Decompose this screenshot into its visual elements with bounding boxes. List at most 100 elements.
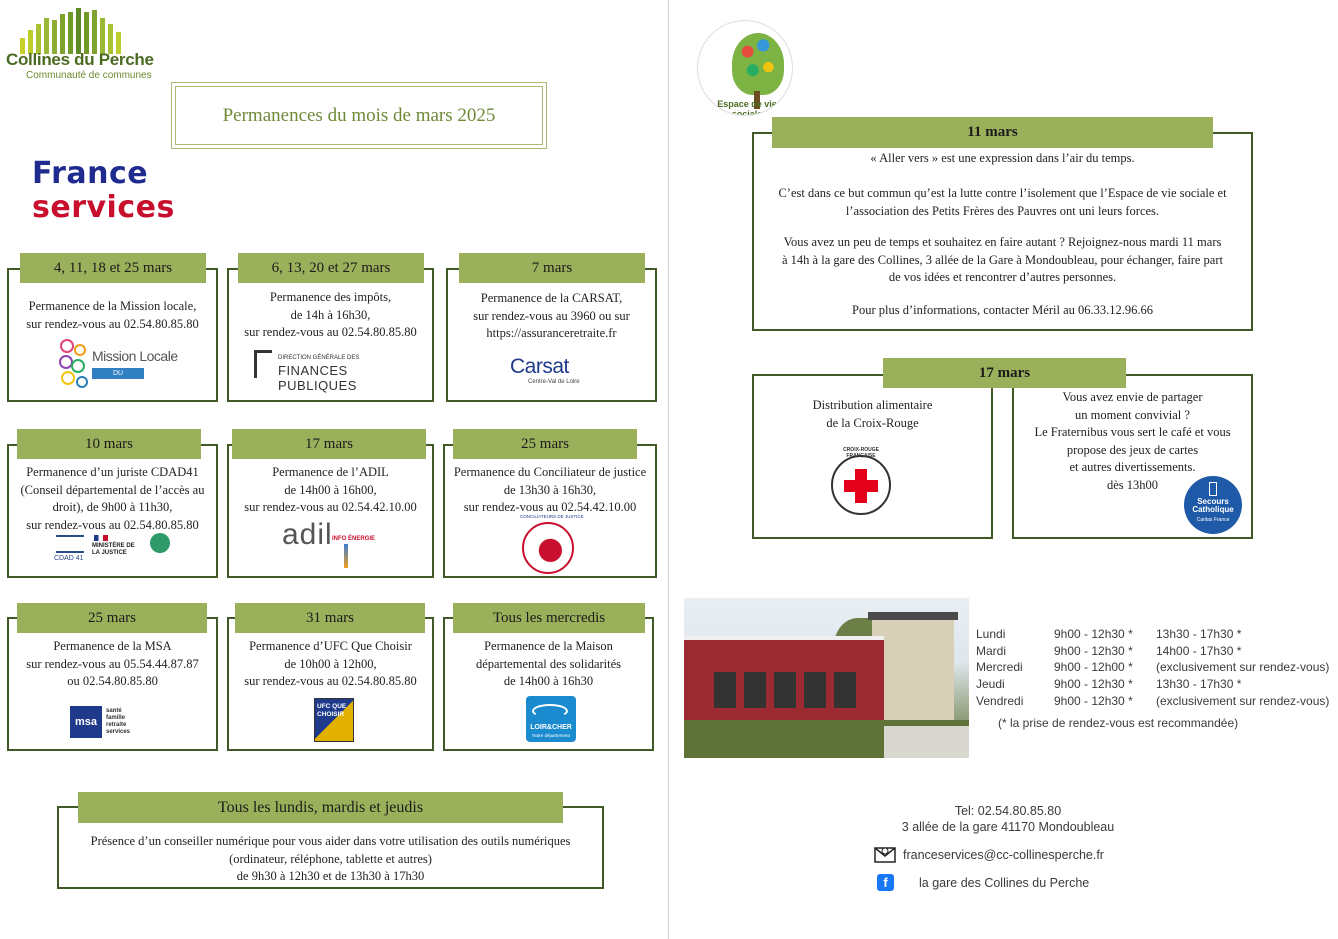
hours-day: Mardi — [976, 643, 1007, 658]
card-date: Tous les lundis, mardis et jeudis — [78, 792, 563, 823]
card-date: 10 mars — [17, 429, 201, 459]
card-msa — [7, 617, 218, 751]
trunk-icon — [754, 91, 760, 109]
msa-logo: msa santé famille retraite services — [70, 706, 150, 740]
card-cdad41 — [7, 444, 218, 578]
carsat-logo: Carsat Centre-Val de Loire — [510, 355, 600, 387]
hours-row: Mercredi 9h00 - 12h00 * (exclusivement sur… — [976, 659, 1329, 676]
roof-edge-shape — [684, 636, 884, 640]
ufc-que-choisir-logo: UFC QUE CHOISIR — [314, 698, 354, 742]
page-title: Permanences du mois de mars 2025 — [171, 82, 547, 149]
adil-logo: adil INFO ÉNERGIE — [282, 518, 382, 572]
org-name: Collines du Perche — [6, 50, 154, 69]
logo-label: CROIX-ROUGE FRANÇAISE — [843, 447, 879, 459]
logo-sublabel: Caritas France — [1196, 517, 1230, 523]
card-date: Tous les mercredis — [453, 603, 645, 633]
hours-day: Jeudi — [976, 677, 1005, 692]
contact-facebook[interactable]: la gare des Collines du Perche — [919, 876, 1090, 890]
hours-pm: 13h30 - 17h30 * — [1156, 677, 1242, 692]
hours-day: Lundi — [976, 627, 1006, 641]
republique-flag-icon — [94, 535, 108, 541]
logo-sublabel: DIRECTION GÉNÉRALE DES — [278, 355, 360, 361]
card-date: 7 mars — [459, 253, 645, 283]
cross-icon — [1209, 482, 1217, 496]
logo-label: LOIR&CHER — [530, 724, 572, 731]
red-cross-icon-bar — [844, 480, 878, 492]
marianne-icon — [254, 350, 272, 378]
facebook-icon[interactable]: f — [877, 874, 894, 891]
logo-sublabel: MINISTÈRE DE LA JUSTICE — [92, 543, 135, 556]
card-date: 17 mars — [232, 429, 426, 459]
old-station-shape — [872, 616, 954, 726]
contact-phone: Tel: 02.54.80.85.80 — [954, 804, 1062, 818]
loir-et-cher-logo: LOIR&CHER Notre département — [526, 696, 576, 742]
card-date: 25 mars — [453, 429, 637, 459]
logo-label: adil — [282, 518, 333, 551]
card-event-11-mars — [752, 132, 1253, 331]
hours-day: Mercredi — [976, 660, 1023, 675]
mission-locale-icon — [59, 339, 88, 388]
building-photo — [684, 598, 969, 758]
logo-label: CDAD 41 — [54, 555, 84, 562]
card-date: 25 mars — [17, 603, 207, 633]
scales-icon — [56, 535, 84, 553]
hours-am: 9h00 - 12h30 * — [1054, 677, 1133, 692]
hours-am: 9h00 - 12h00 * — [1054, 660, 1133, 675]
point-justice-icon — [150, 533, 170, 553]
logo-sublabel: Notre département — [532, 733, 570, 738]
collines-du-perche-logo — [20, 8, 121, 54]
france-services-logo-line2: services — [32, 190, 175, 225]
logo-sublabel: DU VENDOMOIS — [92, 368, 144, 388]
card-date: 31 mars — [235, 603, 425, 633]
event-contact: Pour plus d’informations, contacter Méri… — [852, 303, 1153, 317]
adil-accent-icon — [344, 544, 348, 568]
card-impots — [227, 268, 434, 402]
roof-shape — [868, 612, 958, 620]
france-services-logo-line1: France — [32, 156, 149, 191]
page-divider — [668, 0, 669, 939]
tree-icon — [732, 33, 784, 95]
logo-label: CONCILIATEURS DE JUSTICE — [520, 514, 584, 519]
hours-am: 9h00 - 12h30 * — [1054, 627, 1133, 641]
logo-sublabel: santé famille retraite services — [106, 708, 131, 735]
windows-shape — [714, 672, 864, 708]
finances-publiques-logo: DIRECTION GÉNÉRALE DES FINANCES PUBLIQUE… — [254, 350, 414, 393]
hours-pm: 13h30 - 17h30 * — [1156, 627, 1242, 641]
hours-pm: 14h00 - 17h30 * — [1156, 643, 1242, 658]
hours-row: Jeudi 9h00 - 12h30 * 13h30 - 17h30 * — [976, 676, 1329, 693]
card-text: Permanence d’un juriste CDAD41(Conseil d… — [20, 465, 205, 532]
contact-address: 3 allée de la gare 41170 Mondoubleau — [901, 820, 1115, 834]
card-adil — [227, 444, 434, 578]
mission-locale-logo: Mission Locale DU VENDOMOIS — [58, 338, 178, 390]
card-date: 17 mars — [883, 358, 1126, 388]
hours-pm: (exclusivement sur rendez-vous) — [1156, 660, 1330, 675]
org-subtitle: Communauté de communes — [26, 70, 152, 81]
hours-am: 9h00 - 12h30 * — [1054, 693, 1133, 708]
conciliateurs-logo: CONCILIATEURS DE JUSTICE — [520, 514, 584, 574]
mail-icon — [874, 847, 896, 863]
logo-label: msa — [70, 706, 102, 738]
card-date: 11 mars — [772, 117, 1213, 148]
logo-label: Mission Locale — [92, 348, 178, 364]
card-text: Présence d’un conseiller numérique pour … — [90, 834, 571, 883]
logo-label: Espace de vie sociale — [717, 99, 777, 116]
hours-row: Lundi 9h00 - 12h30 * 13h30 - 17h30 * — [976, 626, 1329, 643]
cdad-logos: CDAD 41 MINISTÈRE DE LA JUSTICE — [52, 533, 182, 571]
event-paragraph: « Aller vers » est une expression dans l… — [870, 151, 1135, 165]
card-date: 4, 11, 18 et 25 mars — [20, 253, 206, 283]
wave-icon — [532, 704, 568, 718]
logo-label: Carsat — [510, 355, 569, 378]
contact-email[interactable]: franceservices@cc-collinesperche.fr — [903, 848, 1104, 862]
logo-sublabel: INFO ÉNERGIE — [332, 536, 376, 542]
espace-de-vie-sociale-logo: Espace de vie sociale — [697, 20, 793, 116]
